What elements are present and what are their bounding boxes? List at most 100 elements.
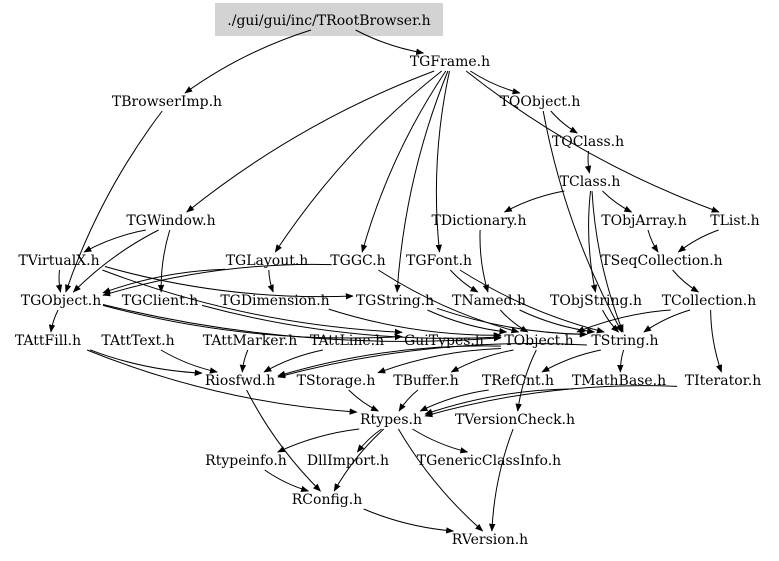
node-tgenericclassinfo[interactable]: TGenericClassInfo.h: [417, 453, 561, 469]
node-tbuffer[interactable]: TBuffer.h: [393, 373, 459, 389]
node-dllimport[interactable]: DllImport.h: [307, 453, 389, 469]
node-tgframe[interactable]: TGFrame.h: [410, 54, 490, 70]
node-tversioncheck[interactable]: TVersionCheck.h: [455, 412, 575, 428]
edge-tattline-to-riosfwd: [263, 349, 323, 373]
edge-tstorage-to-rtypes: [348, 389, 380, 412]
node-tattfill[interactable]: TAttFill.h: [15, 333, 81, 349]
edge-root-to-tbrowserimp: [184, 29, 312, 94]
node-tgobject[interactable]: TGObject.h: [21, 293, 102, 309]
node-tattmarker[interactable]: TAttMarker.h: [203, 333, 297, 349]
edge-tgwindow-to-tvirtualx: [83, 229, 146, 253]
edge-root-to-tgframe: [355, 29, 425, 55]
node-titerator[interactable]: TIterator.h: [685, 373, 762, 389]
edge-tobject-to-tbuffer: [450, 349, 514, 373]
edge-tstring-to-trefcnt: [541, 349, 601, 373]
edge-tqclass-to-tclass: [584, 150, 592, 174]
edge-tbuffer-to-rtypes: [398, 389, 419, 412]
edge-tobjstring-to-tstring: [602, 309, 620, 333]
edge-tstring-to-riosfwd: [277, 342, 587, 379]
edge-tgfont-to-tstring: [459, 269, 605, 334]
edge-tversioncheck-to-rversion: [489, 428, 514, 532]
edge-tatttext-to-riosfwd: [160, 349, 218, 374]
edge-tobject-to-tversioncheck: [515, 349, 537, 412]
node-tattline[interactable]: TAttLine.h: [310, 333, 384, 349]
edge-tgstring-to-tobject: [427, 309, 508, 335]
edge-tggc-to-tobject: [378, 269, 520, 334]
edge-rtypes-to-rconfig: [333, 428, 385, 492]
edge-rconfig-to-rversion: [363, 508, 455, 534]
edge-tgframe-to-tglayout: [274, 70, 443, 253]
edge-tgwindow-to-tgclient: [157, 229, 171, 293]
root-node-highlight: [215, 3, 443, 36]
node-tgstring[interactable]: TGString.h: [356, 293, 434, 309]
node-tstring[interactable]: TString.h: [591, 333, 658, 349]
edge-tglayout-to-tgdimension: [267, 269, 274, 293]
node-tbrowserimp[interactable]: TBrowserImp.h: [112, 94, 222, 110]
node-root[interactable]: ./gui/gui/inc/TRootBrowser.h: [227, 13, 430, 29]
nodes-layer: ./gui/gui/inc/TRootBrowser.hTGFrame.hTBr…: [15, 13, 761, 548]
node-guitypes[interactable]: GuiTypes.h: [404, 333, 484, 349]
node-tglayout[interactable]: TGLayout.h: [226, 253, 309, 269]
edge-tmathbase-to-rtypes: [424, 388, 574, 415]
edge-tattfill-to-rtypes: [86, 349, 358, 415]
node-tlist[interactable]: TList.h: [710, 213, 759, 229]
node-tobject[interactable]: TObject.h: [504, 333, 573, 349]
node-tggc[interactable]: TGGC.h: [330, 253, 385, 269]
edge-tbrowserimp-to-tgobject: [65, 110, 163, 293]
edge-tvirtualx-to-tgobject: [55, 269, 63, 293]
edge-tattfill-to-riosfwd: [89, 349, 203, 376]
edges-layer: [48, 29, 723, 534]
edge-tgframe-to-tggc: [361, 70, 447, 253]
node-tgfont[interactable]: TGFont.h: [406, 253, 472, 269]
node-rtypes[interactable]: Rtypes.h: [360, 412, 422, 428]
node-tcollection[interactable]: TCollection.h: [662, 293, 757, 309]
node-trefcnt[interactable]: TRefCnt.h: [482, 373, 554, 389]
node-tgclient[interactable]: TGClient.h: [122, 293, 199, 309]
edge-tgframe-to-tlist: [465, 70, 720, 213]
edge-tgfont-to-tnamed: [449, 269, 479, 293]
edge-tqobject-to-tqclass: [550, 110, 578, 134]
edge-tobject-to-tstorage: [377, 348, 501, 374]
node-rconfig[interactable]: RConfig.h: [292, 492, 362, 508]
edge-tgframe-to-tgwindow: [186, 70, 435, 213]
node-tobjarray[interactable]: TObjArray.h: [601, 213, 686, 229]
edge-tdictionary-to-tnamed: [479, 229, 489, 293]
node-rversion[interactable]: RVersion.h: [452, 532, 528, 548]
edge-tgwindow-to-tgobject: [72, 229, 159, 293]
node-tqobject[interactable]: TQObject.h: [500, 94, 581, 110]
node-rtypeinfo[interactable]: Rtypeinfo.h: [205, 453, 287, 469]
edge-tobject-to-riosfwd: [277, 345, 501, 377]
edge-tnamed-to-tstring: [519, 309, 596, 335]
edge-rtypes-to-dllimport: [356, 428, 382, 453]
edge-rtypes-to-rtypeinfo: [277, 428, 360, 453]
edge-tggc-to-tgobject: [102, 263, 332, 297]
node-tnamed[interactable]: TNamed.h: [452, 293, 526, 309]
edge-tgdimension-to-tobject: [328, 308, 502, 339]
edge-tclass-to-tstring: [591, 190, 624, 333]
node-tgdimension[interactable]: TGDimension.h: [220, 293, 329, 309]
edge-tvirtualx-to-guitypes: [102, 269, 403, 336]
edge-rtypes-to-rversion: [397, 428, 484, 532]
edge-tclass-to-tobjstring: [588, 190, 598, 293]
node-tatttext[interactable]: TAttText.h: [101, 333, 174, 349]
edge-tglayout-to-tgobject: [102, 268, 226, 294]
node-tmathbase[interactable]: TMathBase.h: [572, 373, 666, 389]
edge-tvirtualx-to-tgstring: [104, 266, 354, 300]
node-riosfwd[interactable]: Riosfwd.h: [205, 373, 275, 389]
edge-tobjarray-to-tseqcollection: [647, 229, 659, 253]
node-tseqcollection[interactable]: TSeqCollection.h: [601, 253, 722, 269]
node-tclass[interactable]: TClass.h: [560, 174, 621, 190]
edge-tgclient-to-tobject: [201, 304, 502, 341]
node-tqclass[interactable]: TQClass.h: [552, 134, 624, 150]
edge-rtypeinfo-to-rconfig: [264, 469, 310, 493]
node-tdictionary[interactable]: TDictionary.h: [432, 213, 527, 229]
node-tvirtualx[interactable]: TVirtualX.h: [18, 253, 99, 269]
node-tobjstring[interactable]: TObjString.h: [550, 293, 642, 309]
edge-tgframe-to-tgfont: [435, 70, 450, 253]
node-tstorage[interactable]: TStorage.h: [297, 373, 376, 389]
edge-tcollection-to-tstring: [643, 309, 691, 333]
edge-titerator-to-rtypes: [424, 385, 678, 418]
node-tgwindow[interactable]: TGWindow.h: [126, 213, 215, 229]
edge-tcollection-to-titerator: [710, 309, 723, 373]
